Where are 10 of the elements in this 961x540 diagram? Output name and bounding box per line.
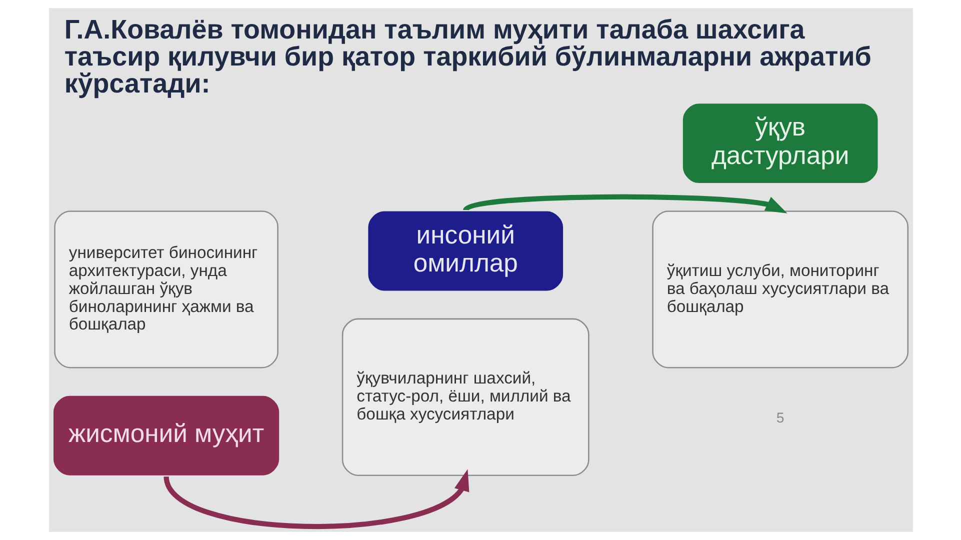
diagram-title: Г.А.Ковалёв томонидан таълим муҳити талаба шахсига таъсир қилувчи бир қатор таркибий бўлинмаларни ажратиб кўрсатади: [64, 14, 871, 98]
node-box: инсоний омиллар [368, 211, 563, 291]
node-box: жисмоний муҳит [53, 396, 279, 476]
node-box: ўқув дастурлари [682, 104, 878, 184]
node-box: ўқитиш услуби, мониторинг ва баҳолаш хусусиятлари ва бошқалар [652, 210, 908, 368]
arrow [464, 194, 787, 214]
arrow [163, 469, 469, 529]
node-box: ўқувчиларнинг шахсий, статус-рол, ёши, миллий ва бошқа хусусиятлари [341, 318, 589, 476]
label: 5 [776, 410, 784, 426]
node-box: университет биносининг архитектураси, унда жойлашган ўқув биноларининг ҳажми ва бошқалар [54, 210, 278, 368]
